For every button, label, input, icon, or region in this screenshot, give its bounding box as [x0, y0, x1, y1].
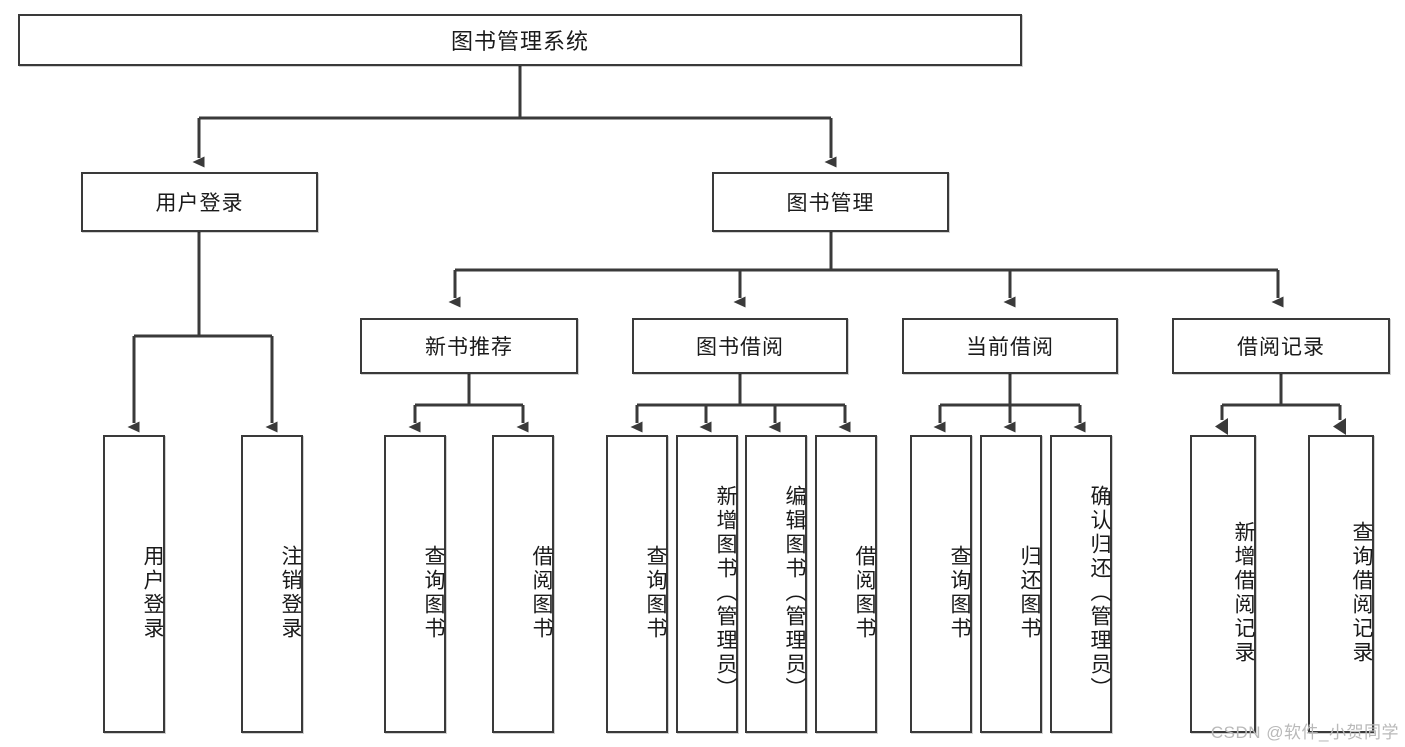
node-root-system[interactable]: 图书管理系统 [18, 14, 1022, 66]
leaf-label: 借阅图书 [853, 545, 876, 641]
leaf-borrow-query-book[interactable]: 查询图书 [606, 435, 668, 733]
leaf-label: 查询借阅记录 [1350, 521, 1373, 665]
leaf-borrow-edit-book-admin[interactable]: 编辑图书（管理员） [745, 435, 807, 733]
leaf-label: 注销登录 [279, 545, 302, 641]
leaf-label: 用户登录 [141, 545, 164, 641]
node-new-book-recommend[interactable]: 新书推荐 [360, 318, 578, 374]
leaf-user-login-login[interactable]: 用户登录 [103, 435, 165, 733]
leaf-recommend-query-book[interactable]: 查询图书 [384, 435, 446, 733]
leaf-label: 编辑图书（管理员） [783, 485, 806, 701]
node-book-management[interactable]: 图书管理 [712, 172, 949, 232]
leaf-recommend-borrow-book[interactable]: 借阅图书 [492, 435, 554, 733]
leaf-label: 新增借阅记录 [1232, 521, 1255, 665]
leaf-user-login-logout[interactable]: 注销登录 [241, 435, 303, 733]
node-borrow-record[interactable]: 借阅记录 [1172, 318, 1390, 374]
leaf-borrow-borrow-book[interactable]: 借阅图书 [815, 435, 877, 733]
node-current-borrow[interactable]: 当前借阅 [902, 318, 1118, 374]
leaf-label: 新增图书（管理员） [714, 485, 737, 701]
leaf-label: 确认归还（管理员） [1088, 485, 1111, 701]
leaf-label: 查询图书 [948, 545, 971, 641]
leaf-current-confirm-return-admin[interactable]: 确认归还（管理员） [1050, 435, 1112, 733]
leaf-label: 查询图书 [422, 545, 445, 641]
leaf-record-query-record[interactable]: 查询借阅记录 [1308, 435, 1374, 733]
leaf-record-add-record[interactable]: 新增借阅记录 [1190, 435, 1256, 733]
node-book-borrow[interactable]: 图书借阅 [632, 318, 848, 374]
leaf-label: 查询图书 [644, 545, 667, 641]
leaf-current-query-book[interactable]: 查询图书 [910, 435, 972, 733]
csdn-watermark: CSDN @软件_小贺同学 [1210, 723, 1399, 742]
leaf-current-return-book[interactable]: 归还图书 [980, 435, 1042, 733]
leaf-label: 借阅图书 [530, 545, 553, 641]
node-user-login[interactable]: 用户登录 [81, 172, 318, 232]
leaf-label: 归还图书 [1018, 545, 1041, 641]
leaf-borrow-add-book-admin[interactable]: 新增图书（管理员） [676, 435, 738, 733]
